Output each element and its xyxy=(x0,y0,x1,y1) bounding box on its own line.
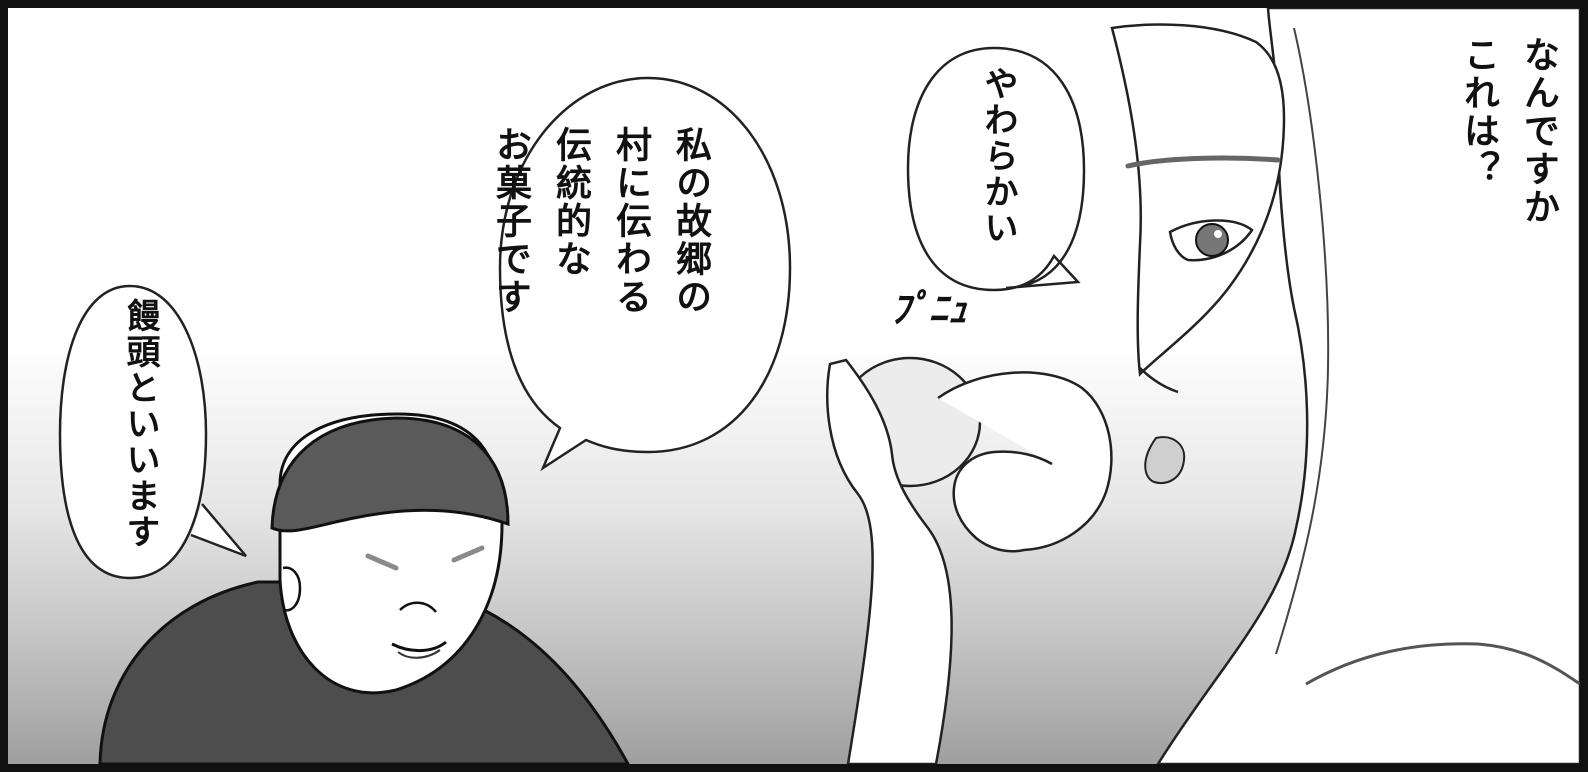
speech-bubble-soft: やわらかい xyxy=(974,66,1023,246)
speech-line: 伝統的な xyxy=(550,126,591,278)
speech-line: 饅頭といいます xyxy=(120,298,160,550)
bald-man-figure xyxy=(98,412,630,764)
speech-line: やわらかい xyxy=(978,66,1018,246)
scene-art xyxy=(58,8,1580,764)
speech-bubble-right: なんですか これは？ xyxy=(1452,36,1564,226)
speech-line: 村に伝わる xyxy=(610,126,651,316)
sound-effect-text: ﾌﾟﾆｭ xyxy=(891,287,968,331)
speech-line: お菓子です xyxy=(490,126,531,316)
speech-bubble-center: 私の故郷の 村に伝わる 伝統的な お菓子です xyxy=(484,126,716,316)
speech-line: 私の故郷の xyxy=(670,126,711,316)
speech-line: これは？ xyxy=(1458,36,1499,188)
speech-line: なんですか xyxy=(1518,36,1559,226)
speech-bubble-left: 饅頭といいます xyxy=(116,298,165,550)
hands-and-bun xyxy=(826,356,1113,764)
woman-figure xyxy=(1110,8,1580,764)
